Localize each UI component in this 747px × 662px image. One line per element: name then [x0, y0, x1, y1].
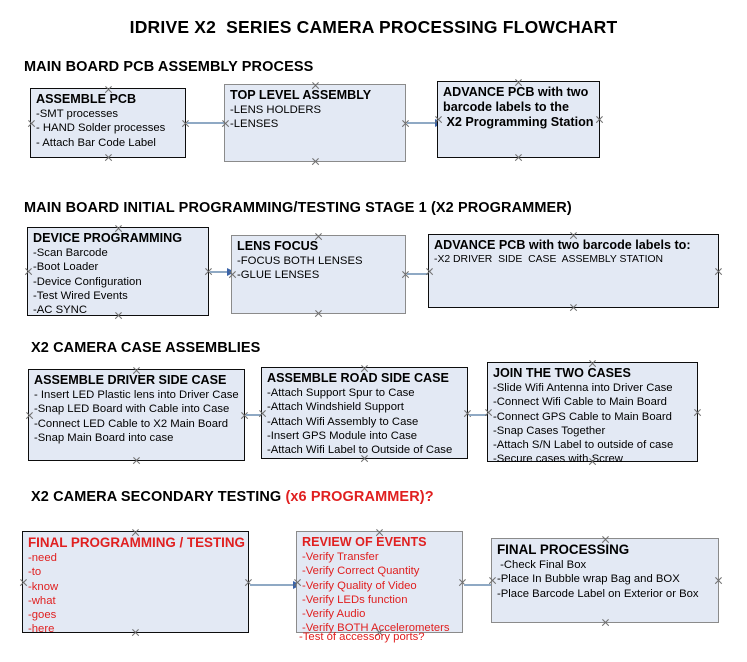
selection-handle-icon: [569, 303, 578, 312]
selection-handle-icon: [132, 456, 141, 465]
node-advance-pcb-driver-side-case[interactable]: ADVANCE PCB with two barcode labels to: …: [428, 234, 719, 308]
section-heading-accent: (x6 PROGRAMMER)?: [285, 489, 434, 505]
node-line: -Attach S/N Label to outside of case: [493, 439, 674, 452]
selection-handle-icon: [311, 157, 320, 166]
node-title: ADVANCE PCB with two barcode labels to:: [434, 238, 691, 252]
node-line: -to: [28, 566, 42, 579]
node-line: -Verify Audio: [302, 608, 366, 621]
node-line: - Attach Bar Code Label: [36, 136, 156, 149]
node-line: -Place In Bubble wrap Bag and BOX: [497, 573, 680, 586]
node-title: ASSEMBLE DRIVER SIDE CASE: [34, 373, 227, 387]
node-title: LENS FOCUS: [237, 239, 319, 253]
node-line: -Verify Correct Quantity: [302, 565, 420, 578]
node-review-of-events[interactable]: REVIEW OF EVENTS -Verify Transfer -Verif…: [296, 531, 463, 635]
node-line: -here: [28, 623, 55, 636]
node-title: JOIN THE TWO CASES: [493, 366, 631, 380]
node-line: -Slide Wifi Antenna into Driver Case: [493, 382, 673, 394]
node-line: - HAND Solder processes: [36, 122, 166, 135]
node-title: FINAL PROGRAMMING / TESTING: [28, 535, 245, 550]
selection-handle-icon: [314, 309, 323, 318]
connector-arrow: [187, 118, 232, 127]
node-line: -know: [28, 580, 59, 593]
node-overflow-line: -Test of accessory ports?: [299, 631, 425, 643]
node-assemble-road-side-case[interactable]: ASSEMBLE ROAD SIDE CASE -Attach Support …: [261, 367, 468, 459]
node-top-level-assembly[interactable]: TOP LEVEL ASSEMBLY -LENS HOLDERS -LENSES: [224, 84, 406, 162]
page-title: IDRIVE X2 SERIES CAMERA PROCESSING FLOWC…: [129, 17, 618, 37]
node-line: -Connect LED Cable to X2 Main Board: [34, 417, 229, 430]
section-heading-3: X2 CAMERA CASE ASSEMBLIES: [31, 340, 261, 356]
node-line: -Secure cases with Screw: [493, 453, 623, 466]
node-line: -FOCUS BOTH LENSES: [237, 255, 363, 267]
node-title: FINAL PROCESSING: [497, 542, 630, 557]
node-line: -Device Configuration: [33, 275, 142, 288]
node-line: -Verify Quality of Video: [302, 579, 417, 592]
node-title: ASSEMBLE PCB: [36, 92, 137, 106]
node-line: -Snap LED Board with Cable into Case: [34, 403, 230, 416]
selection-handle-icon: [601, 618, 610, 627]
node-line: -GLUE LENSES: [237, 269, 320, 282]
node-line: -Attach Wifi Label to Outside of Case: [267, 444, 453, 457]
node-line: -Scan Barcode: [33, 247, 108, 259]
node-title: ADVANCE PCB with two: [443, 85, 589, 99]
node-line: -LENS HOLDERS: [230, 104, 322, 116]
node-line: -Check Final Box: [497, 559, 587, 571]
node-device-programming[interactable]: DEVICE PROGRAMMING -Scan Barcode -Boot L…: [27, 227, 209, 316]
node-final-programming-testing[interactable]: FINAL PROGRAMMING / TESTING -need -to -k…: [22, 531, 249, 636]
node-title: ASSEMBLE ROAD SIDE CASE: [267, 371, 449, 385]
node-line: -X2 DRIVER SIDE CASE ASSEMBLY STATION: [434, 254, 664, 265]
node-line: -Attach Wifi Assembly to Case: [267, 415, 419, 428]
section-heading-text: X2 CAMERA SECONDARY TESTING: [31, 489, 286, 505]
node-line: -Verify Transfer: [302, 551, 379, 563]
node-line: -Connect GPS Cable to Main Board: [493, 410, 672, 423]
node-line: barcode labels to the: [443, 100, 569, 114]
node-line: -Snap Main Board into case: [34, 431, 174, 444]
node-line: -SMT processes: [36, 108, 119, 120]
section-heading-2: MAIN BOARD INITIAL PROGRAMMING/TESTING S…: [24, 200, 572, 216]
node-line: - Insert LED Plastic lens into Driver Ca…: [34, 389, 239, 401]
node-advance-pcb-programming-station[interactable]: ADVANCE PCB with two barcode labels to t…: [437, 81, 600, 158]
node-line: -Verify LEDs function: [302, 593, 408, 606]
connector-arrow: [469, 410, 495, 419]
node-assemble-pcb[interactable]: ASSEMBLE PCB -SMT processes - HAND Solde…: [30, 88, 186, 158]
connector-arrow: [210, 267, 235, 276]
node-line: -Test Wired Events: [33, 289, 128, 302]
node-line: -Connect Wifi Cable to Main Board: [493, 396, 667, 409]
node-assemble-driver-side-case[interactable]: ASSEMBLE DRIVER SIDE CASE - Insert LED P…: [28, 369, 245, 461]
selection-handle-icon: [104, 153, 113, 162]
selection-handle-icon: [714, 267, 723, 276]
node-join-the-two-cases[interactable]: JOIN THE TWO CASES -Slide Wifi Antenna i…: [487, 362, 698, 465]
section-heading-1: MAIN BOARD PCB ASSEMBLY PROCESS: [24, 59, 314, 75]
node-title: DEVICE PROGRAMMING: [33, 231, 183, 245]
node-line: -Verify BOTH Accelerometers: [302, 622, 450, 635]
connector-arrow: [250, 580, 301, 589]
node-lens-focus[interactable]: LENS FOCUS -FOCUS BOTH LENSES -GLUE LENS…: [231, 235, 406, 314]
node-line: -Insert GPS Module into Case: [267, 429, 418, 442]
connector-arrow: [407, 269, 436, 278]
node-line: -Place Barcode Label on Exterior or Box: [497, 587, 699, 600]
node-line: -Attach Windshield Support: [267, 401, 404, 414]
node-line: -AC SYNC: [33, 304, 87, 317]
node-title: TOP LEVEL ASSEMBLY: [230, 88, 372, 102]
node-title: REVIEW OF EVENTS: [302, 535, 427, 549]
node-line: X2 Programming Station: [443, 115, 594, 129]
node-line: -what: [28, 594, 56, 607]
node-line: -need: [28, 552, 57, 564]
node-line: -LENSES: [230, 118, 279, 131]
connector-arrow: [407, 118, 443, 127]
node-line: -Snap Cases Together: [493, 424, 606, 437]
selection-handle-icon: [514, 153, 523, 162]
node-final-processing[interactable]: FINAL PROCESSING -Check Final Box -Place…: [491, 538, 719, 623]
node-line: -goes: [28, 609, 57, 622]
node-line: -Boot Loader: [33, 261, 99, 274]
section-heading-4: X2 CAMERA SECONDARY TESTING (x6 PROGRAMM…: [31, 489, 434, 505]
node-line: -Attach Support Spur to Case: [267, 387, 415, 399]
